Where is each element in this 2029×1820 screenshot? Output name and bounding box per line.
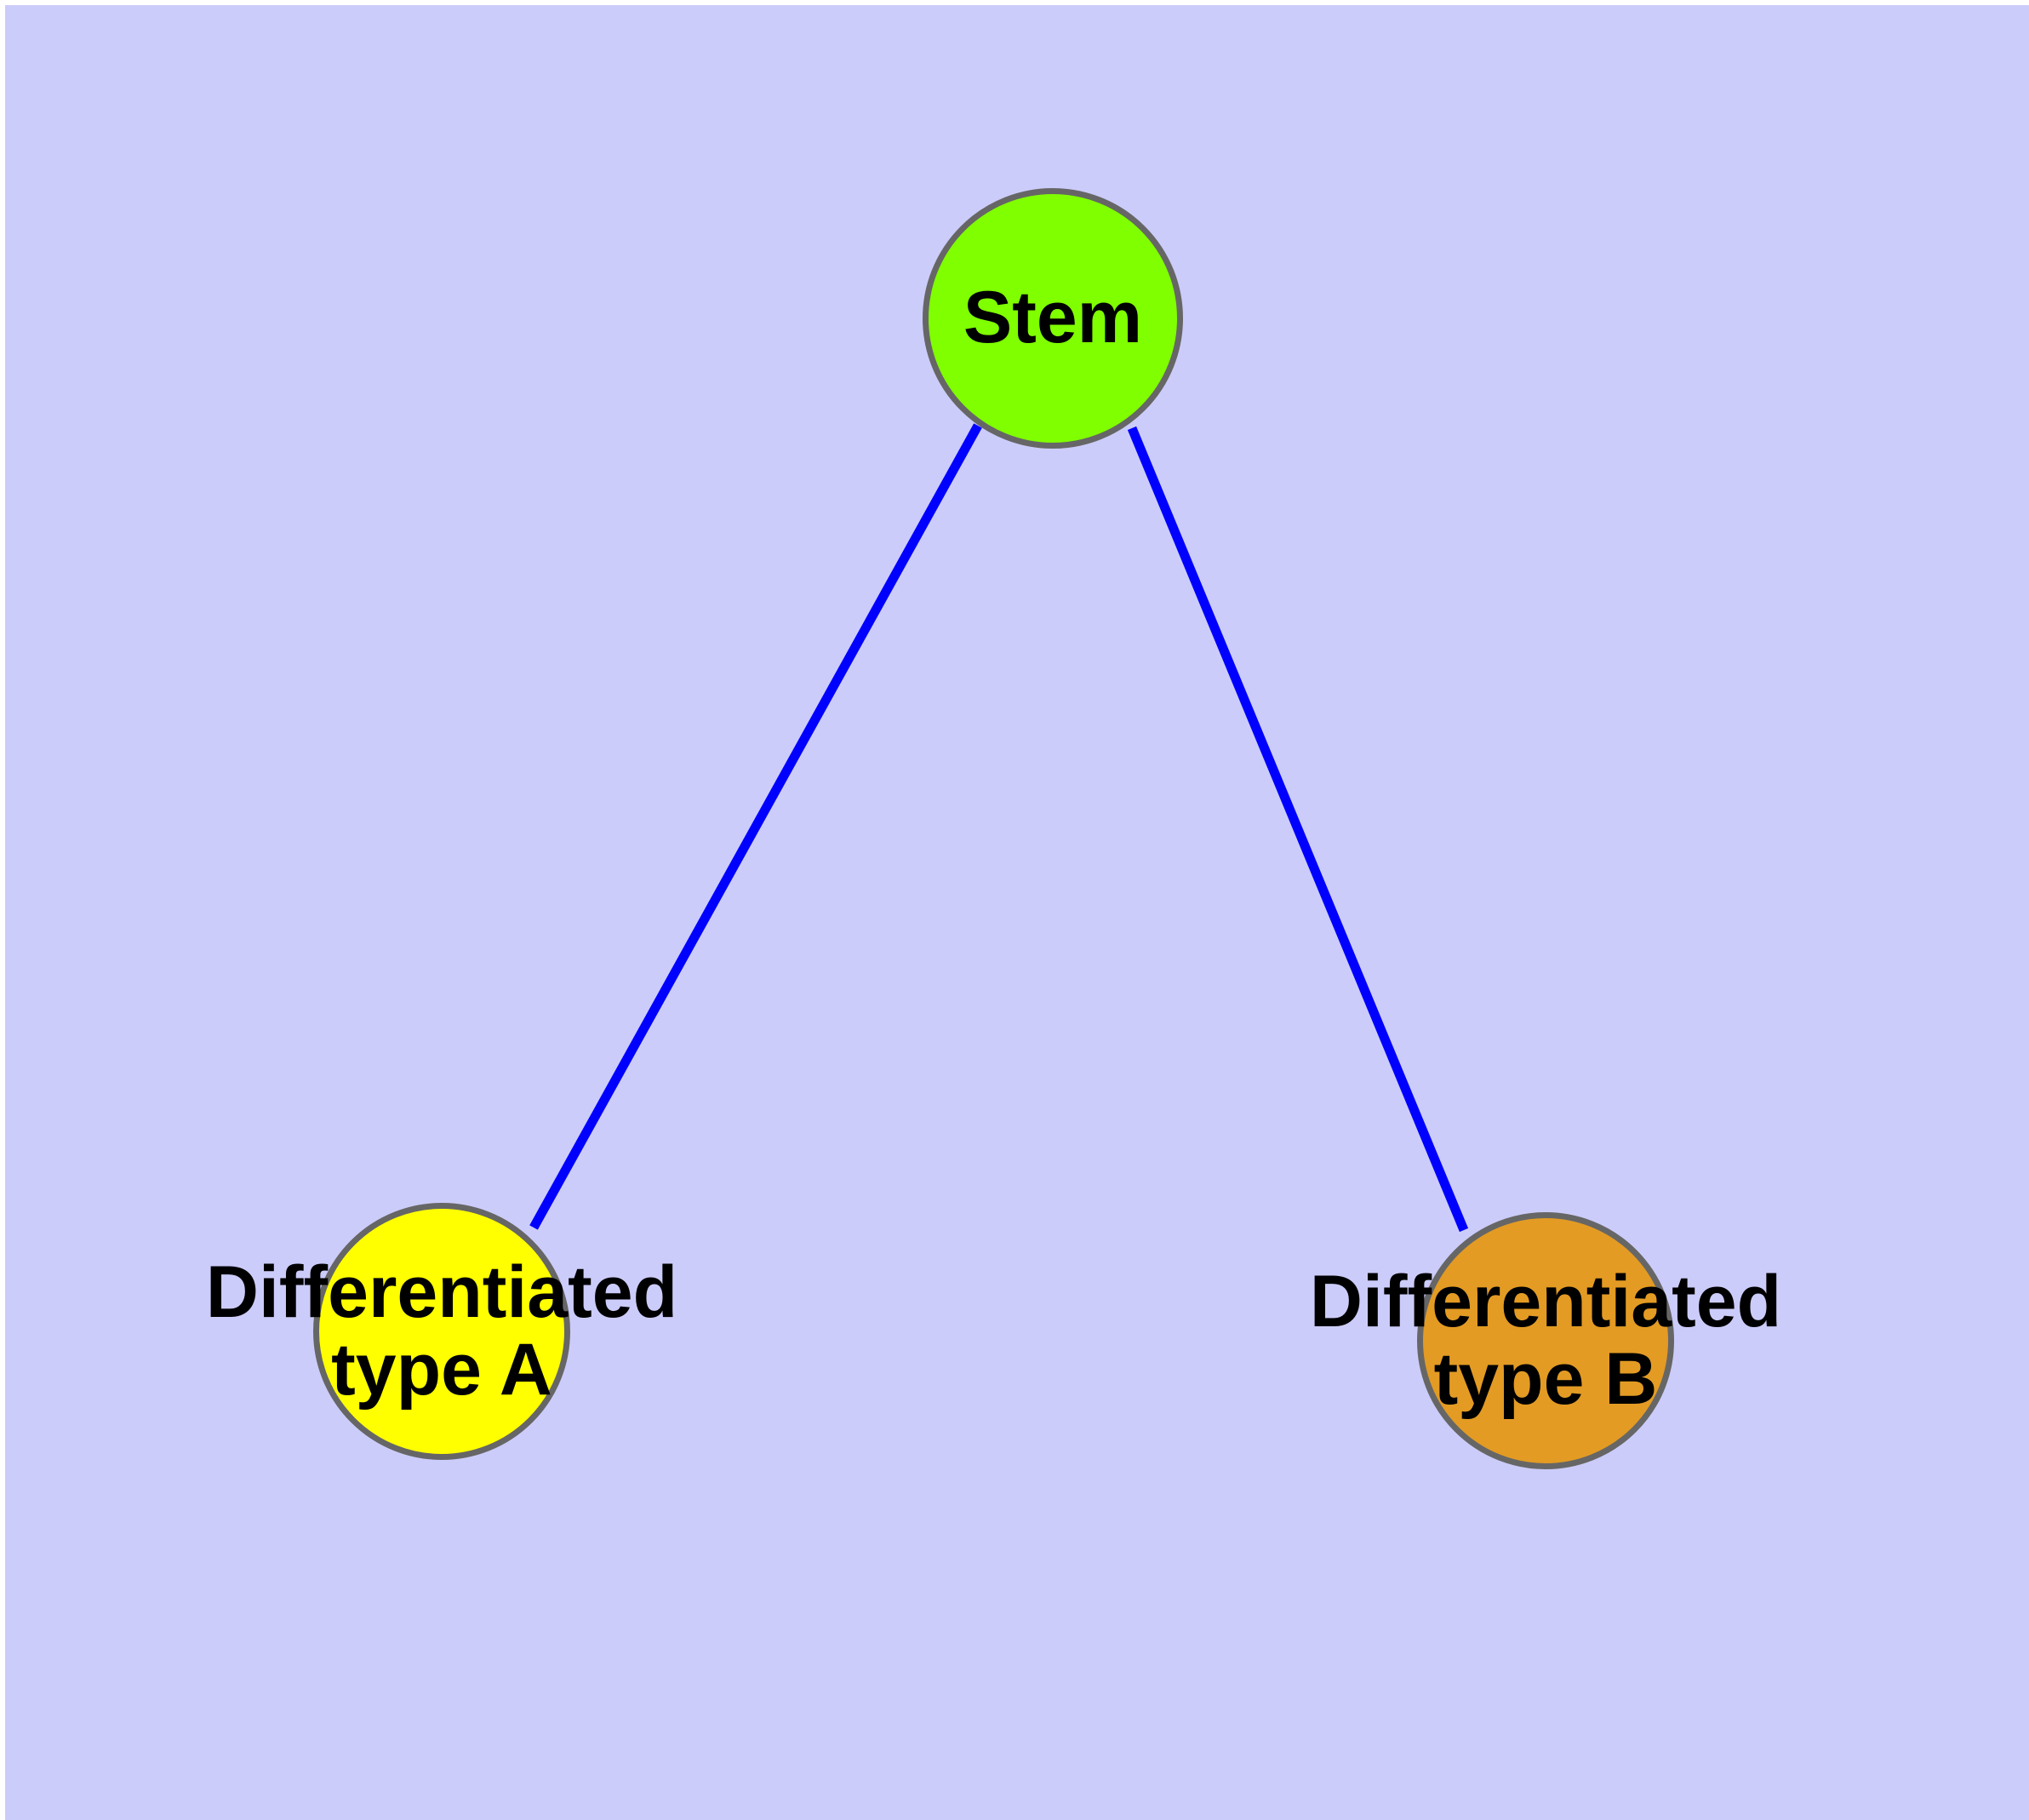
node-differentiated-type-b[interactable] [1417, 1212, 1674, 1469]
edge-stem-to-type-a [529, 423, 982, 1230]
node-differentiated-type-a[interactable] [313, 1203, 570, 1460]
edge-stem-to-type-b [1127, 426, 1469, 1233]
node-stem[interactable] [923, 188, 1183, 449]
